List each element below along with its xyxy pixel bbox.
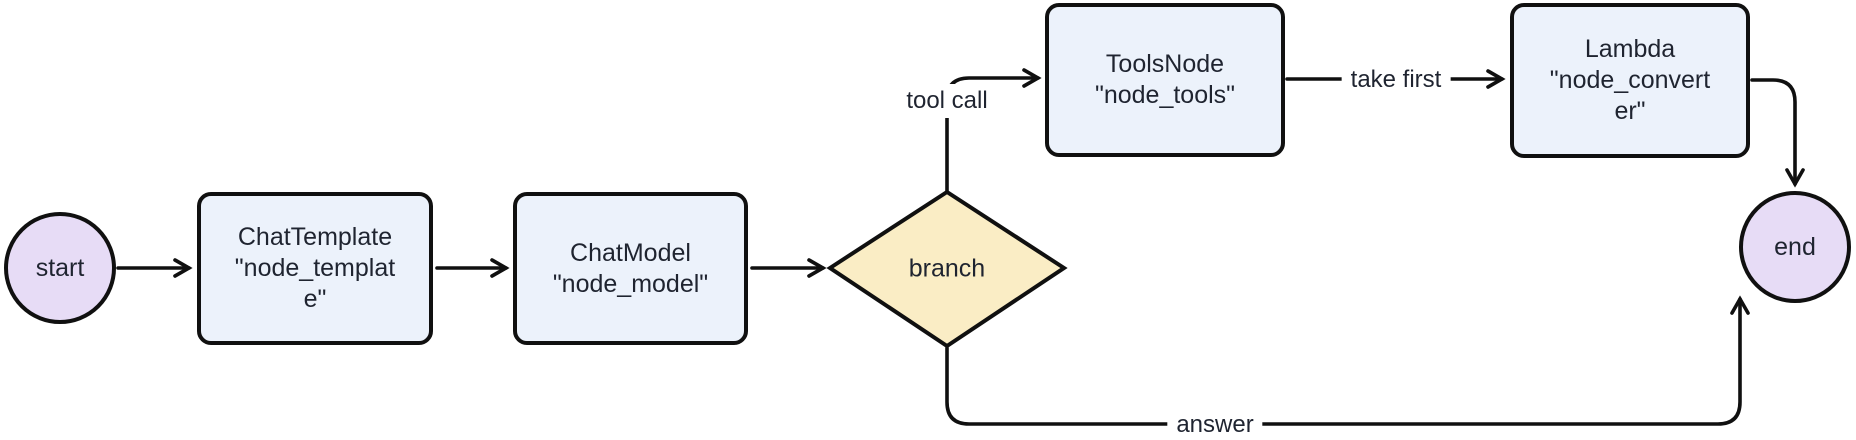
edge-label-tool-call: tool call [897, 84, 997, 118]
node-end-label: end [1774, 232, 1816, 261]
node-end: end [1739, 191, 1851, 303]
edge-label-answer: answer [1167, 408, 1263, 440]
node-chattemplate: ChatTemplate "node_templat e" [197, 192, 433, 345]
node-start-label: start [35, 253, 85, 282]
node-toolsnode: ToolsNode "node_tools" [1045, 3, 1285, 157]
edge-branch-to-end-answer [945, 295, 1750, 426]
node-start: start [4, 212, 116, 324]
node-branch-label: branch [908, 254, 986, 283]
node-chatmodel: ChatModel "node_model" [513, 192, 748, 345]
node-chatmodel-label: ChatModel "node_model" [552, 238, 709, 298]
node-toolsnode-label: ToolsNode "node_tools" [1094, 50, 1236, 109]
branch-diamond-shape [826, 189, 1068, 349]
node-lambda: Lambda "node_convert er" [1510, 3, 1750, 158]
edge-label-take-first: take first [1341, 63, 1451, 97]
node-chattemplate-label: ChatTemplate "node_templat e" [234, 223, 396, 313]
node-lambda-label: Lambda "node_convert er" [1549, 35, 1711, 125]
edge-lambda-to-end [1750, 78, 1805, 188]
